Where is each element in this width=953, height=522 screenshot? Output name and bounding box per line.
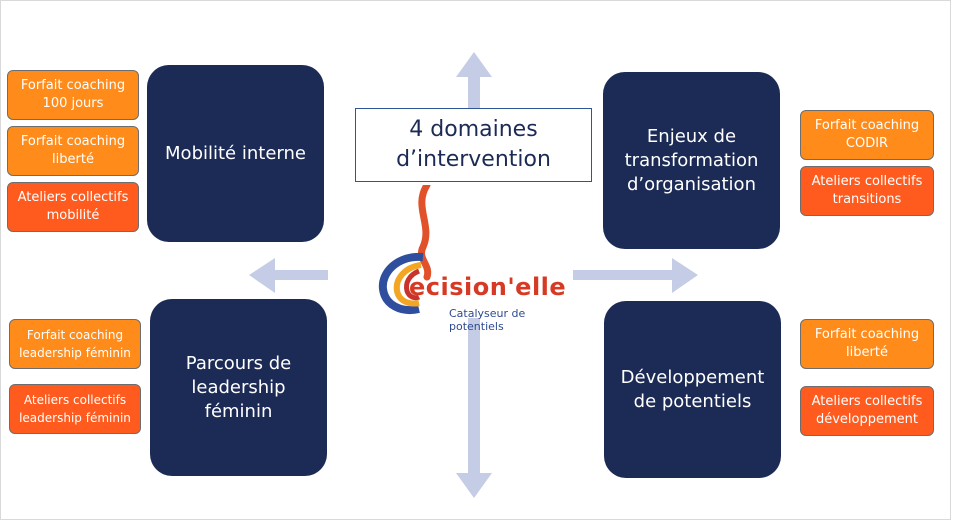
offer-forfait-leadership: Forfait coaching leadership féminin bbox=[9, 319, 141, 369]
arrow-up bbox=[456, 52, 492, 108]
offer-label-line: liberté bbox=[52, 152, 94, 167]
offer-forfait-liberte: Forfait coaching liberté bbox=[7, 126, 139, 176]
domain-label-line: leadership bbox=[191, 376, 286, 398]
offer-ateliers-mobilite: Ateliers collectifs mobilité bbox=[7, 182, 139, 232]
domain-label-line: de potentiels bbox=[633, 390, 752, 412]
offer-label-line: CODIR bbox=[845, 136, 889, 151]
domain-label-line: Parcours de bbox=[185, 352, 292, 374]
arrow-down bbox=[456, 318, 492, 498]
diagram-title: 4 domaines d’intervention bbox=[355, 108, 592, 182]
offer-label-line: Ateliers collectifs bbox=[811, 394, 923, 409]
offer-forfait-liberte-2: Forfait coaching liberté bbox=[800, 319, 934, 369]
decisionelle-logo: ecision'elle Catalyseur de potentiels bbox=[375, 181, 575, 333]
domain-label-line: Mobilité interne bbox=[165, 142, 306, 164]
offer-label-line: liberté bbox=[846, 345, 888, 360]
logo-tagline: Catalyseur de potentiels bbox=[449, 307, 526, 333]
offer-forfait-codir: Forfait coaching CODIR bbox=[800, 110, 934, 160]
domain-enjeux-transformation: Enjeux de transformation d’organisation bbox=[603, 72, 780, 249]
domain-label-line: Développement bbox=[620, 366, 765, 388]
offer-ateliers-leadership: Ateliers collectifs leadership féminin bbox=[9, 384, 141, 434]
offer-label-line: 100 jours bbox=[42, 96, 104, 111]
title-line-1: 4 domaines bbox=[409, 117, 538, 142]
offer-label-line: Forfait coaching bbox=[26, 328, 124, 342]
offer-label-line: Ateliers collectifs bbox=[23, 393, 127, 407]
offer-forfait-100-jours: Forfait coaching 100 jours bbox=[7, 70, 139, 120]
offer-ateliers-transitions: Ateliers collectifs transitions bbox=[800, 166, 934, 216]
offer-label-line: transitions bbox=[832, 192, 902, 207]
offer-label-line: leadership féminin bbox=[19, 346, 131, 360]
logo-flame-icon bbox=[378, 181, 432, 314]
arrow-left bbox=[249, 258, 328, 293]
offer-label-line: Forfait coaching bbox=[20, 78, 126, 93]
offer-label-line: Forfait coaching bbox=[20, 134, 126, 149]
offer-label-line: Forfait coaching bbox=[814, 118, 920, 133]
offer-label-line: développement bbox=[815, 412, 918, 427]
offer-label-line: mobilité bbox=[46, 208, 100, 223]
domain-parcours-leadership: Parcours de leadership féminin bbox=[150, 299, 327, 476]
title-line-2: d’intervention bbox=[396, 147, 551, 172]
logo-wordmark: ecision'elle bbox=[409, 273, 567, 301]
offer-label-line: Ateliers collectifs bbox=[811, 174, 923, 189]
domain-label-line: féminin bbox=[204, 400, 273, 422]
domain-mobilite-interne: Mobilité interne bbox=[147, 65, 324, 242]
offer-label-line: leadership féminin bbox=[19, 411, 131, 425]
offer-label-line: Forfait coaching bbox=[814, 327, 920, 342]
arrow-right bbox=[573, 258, 698, 293]
domain-developpement-potentiels: Développement de potentiels bbox=[604, 301, 781, 478]
domain-label-line: d’organisation bbox=[626, 173, 756, 195]
offer-ateliers-developpement: Ateliers collectifs développement bbox=[800, 386, 934, 436]
offer-label-line: Ateliers collectifs bbox=[17, 190, 129, 205]
domain-label-line: transformation bbox=[624, 149, 759, 171]
domain-label-line: Enjeux de bbox=[646, 125, 737, 147]
